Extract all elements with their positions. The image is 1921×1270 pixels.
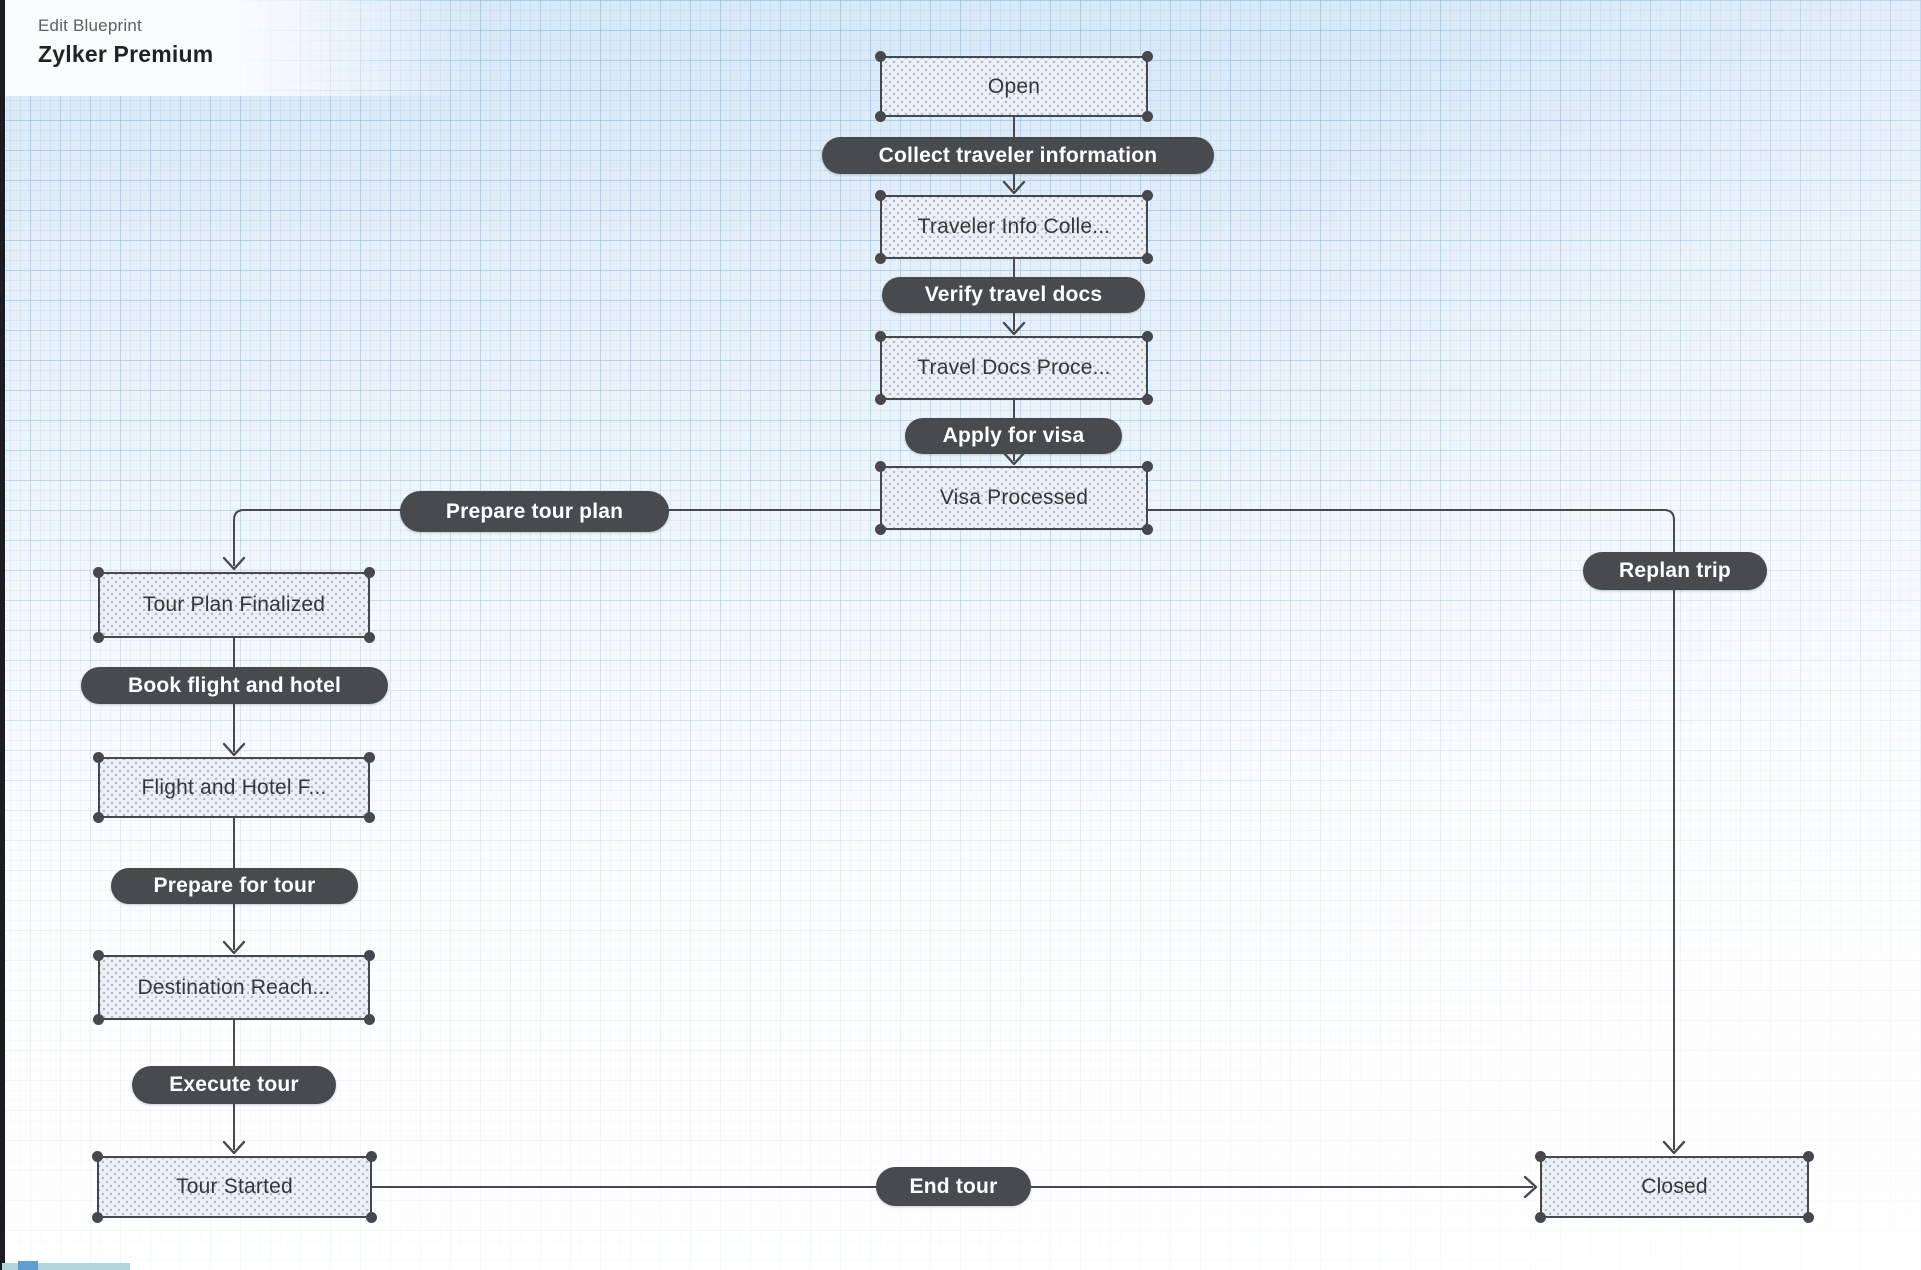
state-label: Destination Reach...: [137, 975, 331, 999]
connector-handle[interactable]: [93, 567, 104, 578]
connector-handle[interactable]: [366, 1212, 377, 1223]
connector-handle[interactable]: [93, 632, 104, 643]
connector-handle[interactable]: [364, 632, 375, 643]
state-node-traveler-info-collected[interactable]: Traveler Info Colle...: [875, 190, 1153, 264]
connector-handle[interactable]: [93, 950, 104, 961]
state-node-travel-docs-processed[interactable]: Travel Docs Proce...: [875, 331, 1153, 405]
transition-replan-trip[interactable]: Replan trip: [1583, 552, 1767, 590]
connector-handle[interactable]: [93, 1014, 104, 1025]
connector-handle[interactable]: [364, 1014, 375, 1025]
header-backdrop: [5, 0, 505, 96]
connector-handle[interactable]: [875, 190, 886, 201]
state-label: Travel Docs Proce...: [917, 356, 1111, 379]
transition-book-flight-and-hotel[interactable]: Book flight and hotel: [81, 667, 388, 704]
page-title: Zylker Premium: [38, 41, 214, 67]
connector-handle[interactable]: [366, 1151, 377, 1162]
connector-handle[interactable]: [875, 51, 886, 62]
connector-handle[interactable]: [364, 567, 375, 578]
connector-handle[interactable]: [93, 812, 104, 823]
transition-collect-traveler-information[interactable]: Collect traveler information: [822, 137, 1214, 174]
transition-verify-travel-docs[interactable]: Verify travel docs: [882, 277, 1145, 313]
state-node-destination-reached[interactable]: Destination Reach...: [93, 950, 375, 1025]
connector-handle[interactable]: [875, 524, 886, 535]
connector-handle[interactable]: [1142, 331, 1153, 342]
connector-handle[interactable]: [875, 253, 886, 264]
connector-handle[interactable]: [93, 752, 104, 763]
state-node-closed[interactable]: Closed: [1535, 1151, 1814, 1223]
connector-handle[interactable]: [1142, 51, 1153, 62]
connector-handle[interactable]: [364, 752, 375, 763]
state-node-tour-started[interactable]: Tour Started: [92, 1151, 377, 1223]
state-label: Tour Plan Finalized: [142, 593, 326, 616]
transition-prepare-tour-plan[interactable]: Prepare tour plan: [400, 491, 669, 532]
state-label: Flight and Hotel F...: [141, 775, 327, 799]
connector-handle[interactable]: [364, 950, 375, 961]
connector-handle[interactable]: [1142, 394, 1153, 405]
connector-handle[interactable]: [1803, 1151, 1814, 1162]
bottom-toolbar-fragment: [2, 1263, 130, 1270]
connector-handle[interactable]: [92, 1212, 103, 1223]
transition-prepare-for-tour[interactable]: Prepare for tour: [111, 868, 358, 904]
state-node-tour-plan-finalized[interactable]: Tour Plan Finalized: [93, 567, 375, 643]
connector-handle[interactable]: [1142, 253, 1153, 264]
connector-handle[interactable]: [1535, 1212, 1546, 1223]
connector-handle[interactable]: [1803, 1212, 1814, 1223]
transition-execute-tour[interactable]: Execute tour: [132, 1066, 336, 1104]
state-label: Closed: [1641, 1175, 1708, 1198]
connector-handle[interactable]: [1142, 190, 1153, 201]
state-node-open[interactable]: Open: [875, 51, 1153, 122]
bottom-toolbar-fragment-accent: [18, 1261, 38, 1270]
breadcrumb: Edit Blueprint: [38, 16, 142, 35]
connector-handle[interactable]: [1142, 461, 1153, 472]
connector-handle[interactable]: [92, 1151, 103, 1162]
state-label: Tour Started: [176, 1175, 293, 1198]
transition-apply-for-visa[interactable]: Apply for visa: [905, 418, 1122, 454]
state-node-visa-processed[interactable]: Visa Processed: [875, 461, 1153, 535]
state-label: Visa Processed: [939, 486, 1089, 509]
connector-handle[interactable]: [1535, 1151, 1546, 1162]
side-panel-edge: [0, 0, 5, 1270]
connector-handle[interactable]: [1142, 524, 1153, 535]
connector-handle[interactable]: [875, 331, 886, 342]
header: Edit Blueprint Zylker Premium: [38, 16, 213, 68]
state-label: Open: [987, 74, 1041, 98]
connector-handle[interactable]: [364, 812, 375, 823]
state-node-flight-and-hotel-finalized[interactable]: Flight and Hotel F...: [93, 752, 375, 823]
connector-handle[interactable]: [875, 394, 886, 405]
state-label: Traveler Info Colle...: [917, 215, 1111, 238]
transition-end-tour[interactable]: End tour: [876, 1167, 1031, 1206]
connector-handle[interactable]: [875, 461, 886, 472]
connector-handle[interactable]: [875, 111, 886, 122]
connector-handle[interactable]: [1142, 111, 1153, 122]
